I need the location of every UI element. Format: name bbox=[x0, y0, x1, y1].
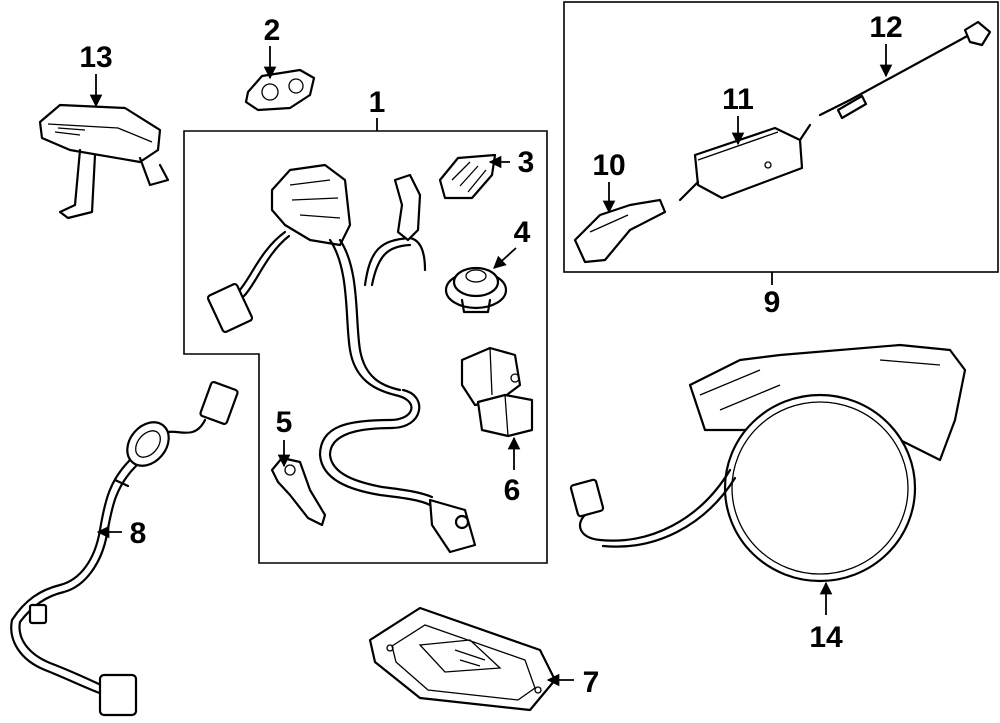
callout-13: 13 bbox=[79, 41, 112, 74]
part-7-cover[interactable] bbox=[368, 606, 557, 712]
part-1-harness[interactable] bbox=[206, 163, 477, 554]
callout-3: 3 bbox=[518, 146, 535, 179]
leader-4 bbox=[493, 247, 517, 269]
part-5-clip[interactable] bbox=[270, 456, 327, 527]
callout-4: 4 bbox=[514, 216, 531, 249]
callout-2: 2 bbox=[264, 14, 281, 47]
callout-6: 6 bbox=[504, 474, 521, 507]
group-9-frame bbox=[563, 1, 999, 273]
part-4-grommet[interactable] bbox=[444, 266, 508, 314]
callout-12: 12 bbox=[869, 11, 902, 44]
part-10-switch[interactable] bbox=[573, 198, 667, 264]
part-3-clip[interactable] bbox=[438, 153, 497, 200]
callout-9: 9 bbox=[764, 286, 781, 319]
part-11-actuator[interactable] bbox=[678, 123, 812, 202]
part-6-duct[interactable] bbox=[460, 346, 534, 438]
part-2-sensor[interactable] bbox=[244, 68, 316, 112]
callout-11: 11 bbox=[722, 83, 754, 116]
callout-8: 8 bbox=[130, 517, 147, 550]
part-8-harness[interactable] bbox=[10, 381, 239, 717]
callout-14: 14 bbox=[809, 621, 843, 654]
callout-7: 7 bbox=[583, 666, 600, 699]
callout-5: 5 bbox=[276, 406, 293, 439]
part-14-fuel-door[interactable] bbox=[569, 343, 967, 583]
part-13-module[interactable] bbox=[38, 103, 170, 220]
callout-1: 1 bbox=[369, 86, 386, 119]
group-1-frame bbox=[183, 130, 548, 564]
part-12-cable[interactable] bbox=[818, 20, 992, 120]
callout-10: 10 bbox=[592, 149, 625, 182]
